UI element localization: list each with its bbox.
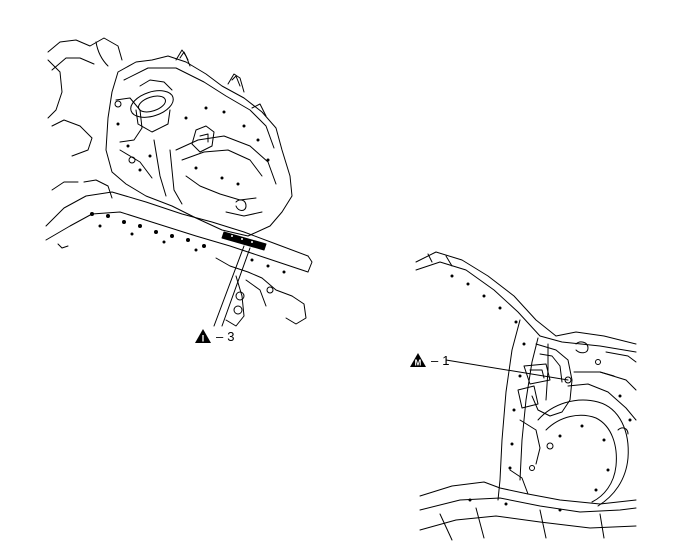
warning-triangle-icon: M bbox=[410, 353, 426, 368]
svg-text:M: M bbox=[415, 359, 422, 368]
callout-number: 3 bbox=[227, 328, 235, 344]
svg-text:I: I bbox=[202, 334, 205, 344]
apron-illustration-left bbox=[45, 37, 313, 327]
callout-dash: – bbox=[431, 352, 439, 368]
warning-triangle-icon: I bbox=[195, 329, 211, 344]
side-body-illustration-right bbox=[415, 251, 637, 541]
callout-dash: – bbox=[216, 328, 224, 344]
callout-i-3: I – 3 bbox=[194, 328, 234, 344]
callout-m-1: M – 1 bbox=[409, 352, 449, 368]
callout-number: 1 bbox=[442, 352, 450, 368]
